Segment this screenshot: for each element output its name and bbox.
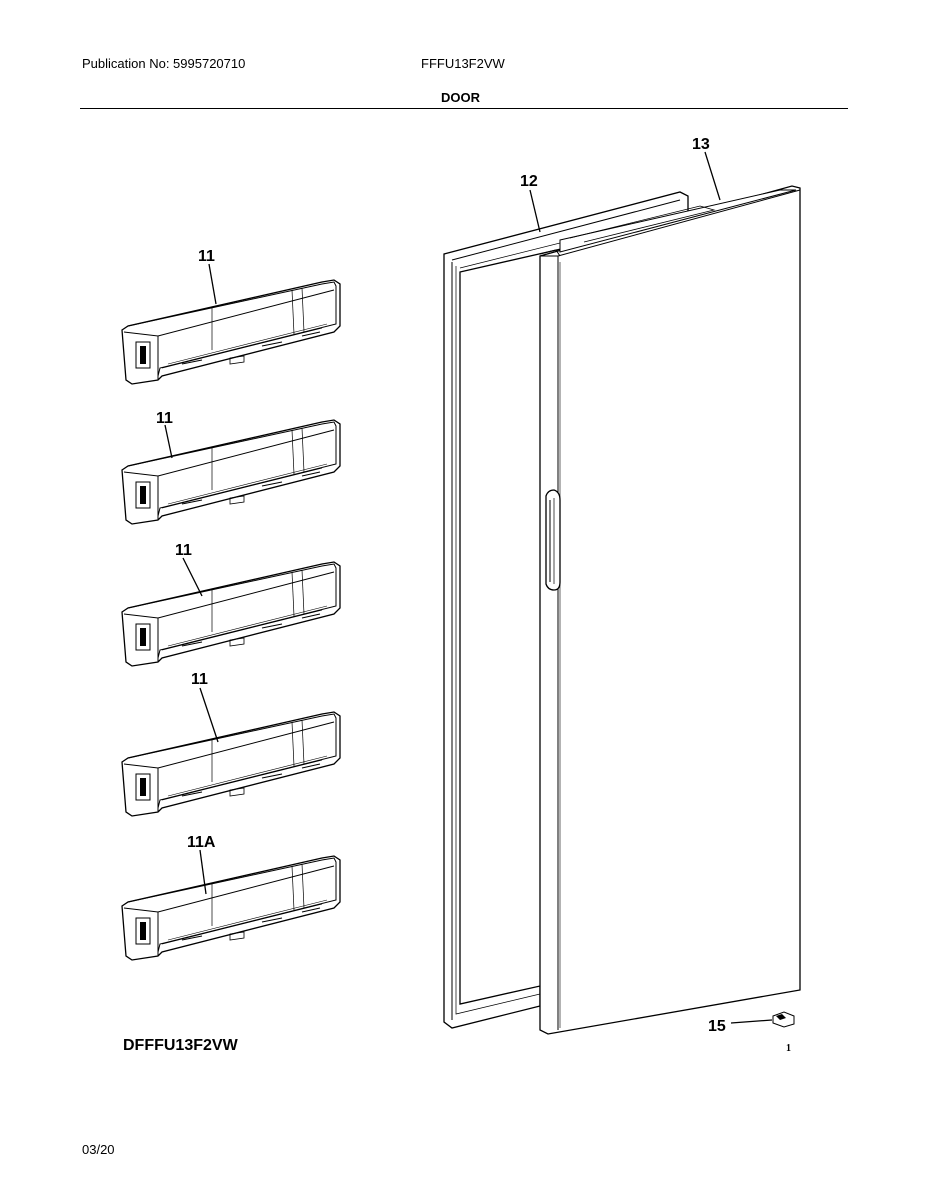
- callout-bin-2: 11: [156, 410, 173, 427]
- callout-hinge-part: 15: [708, 1018, 726, 1035]
- leader-bin-1: [208, 263, 217, 305]
- revision-date: 03/20: [82, 1142, 115, 1157]
- leader-bin-4: [199, 687, 219, 743]
- door-bin-3: [121, 561, 341, 667]
- door-bin-1: [121, 279, 341, 385]
- leader-bin-5: [199, 849, 207, 895]
- section-title: DOOR: [441, 90, 480, 105]
- leader-bin-3: [182, 557, 203, 597]
- page-mark: 1: [786, 1043, 791, 1054]
- door-bin-5: [121, 855, 341, 961]
- header-rule: [80, 108, 848, 109]
- callout-bin-3: 11: [175, 542, 192, 559]
- leader-door-cap: [704, 151, 721, 201]
- publication-number: Publication No: 5995720710: [82, 56, 246, 71]
- door-panel: [539, 185, 801, 1035]
- door-bin-4: [121, 711, 341, 817]
- leader-hinge-part: [730, 1019, 773, 1024]
- leader-bin-2: [164, 424, 173, 459]
- callout-door-cap: 13: [692, 136, 710, 153]
- leader-gasket: [529, 189, 541, 233]
- hinge-part-15: [772, 1011, 795, 1028]
- variant-model: DFFFU13F2VW: [123, 1037, 238, 1054]
- callout-bin-5: 11A: [187, 834, 216, 851]
- callout-bin-1: 11: [198, 248, 215, 265]
- door-bin-2: [121, 419, 341, 525]
- callout-bin-4: 11: [191, 671, 208, 688]
- callout-gasket: 12: [520, 173, 538, 190]
- model-number: FFFU13F2VW: [421, 56, 505, 71]
